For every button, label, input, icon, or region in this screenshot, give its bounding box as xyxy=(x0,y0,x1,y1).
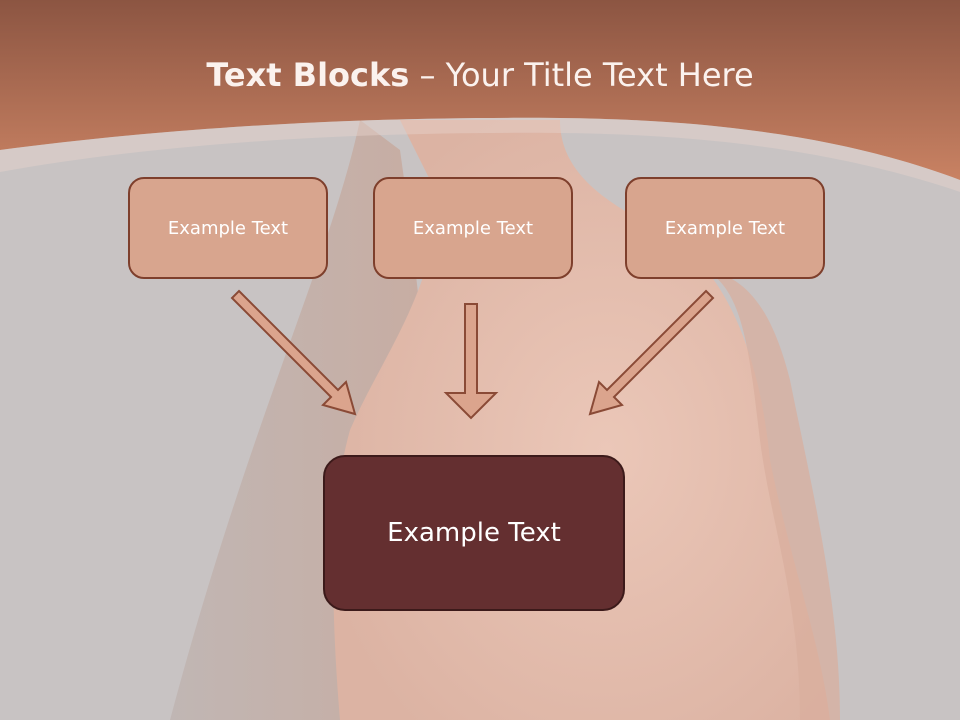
title-rest: Your Title Text Here xyxy=(445,56,754,94)
title-bold: Text Blocks xyxy=(206,56,410,94)
slide-title: Text Blocks – Your Title Text Here xyxy=(0,56,960,94)
arrow-left xyxy=(230,289,357,416)
title-separator: – xyxy=(409,56,446,94)
text-block-3[interactable]: Example Text xyxy=(625,177,825,279)
text-block-1[interactable]: Example Text xyxy=(128,177,328,279)
arrow-right xyxy=(588,289,715,416)
text-block-main[interactable]: Example Text xyxy=(323,455,625,611)
text-block-2[interactable]: Example Text xyxy=(373,177,573,279)
arrow-center xyxy=(443,303,499,420)
